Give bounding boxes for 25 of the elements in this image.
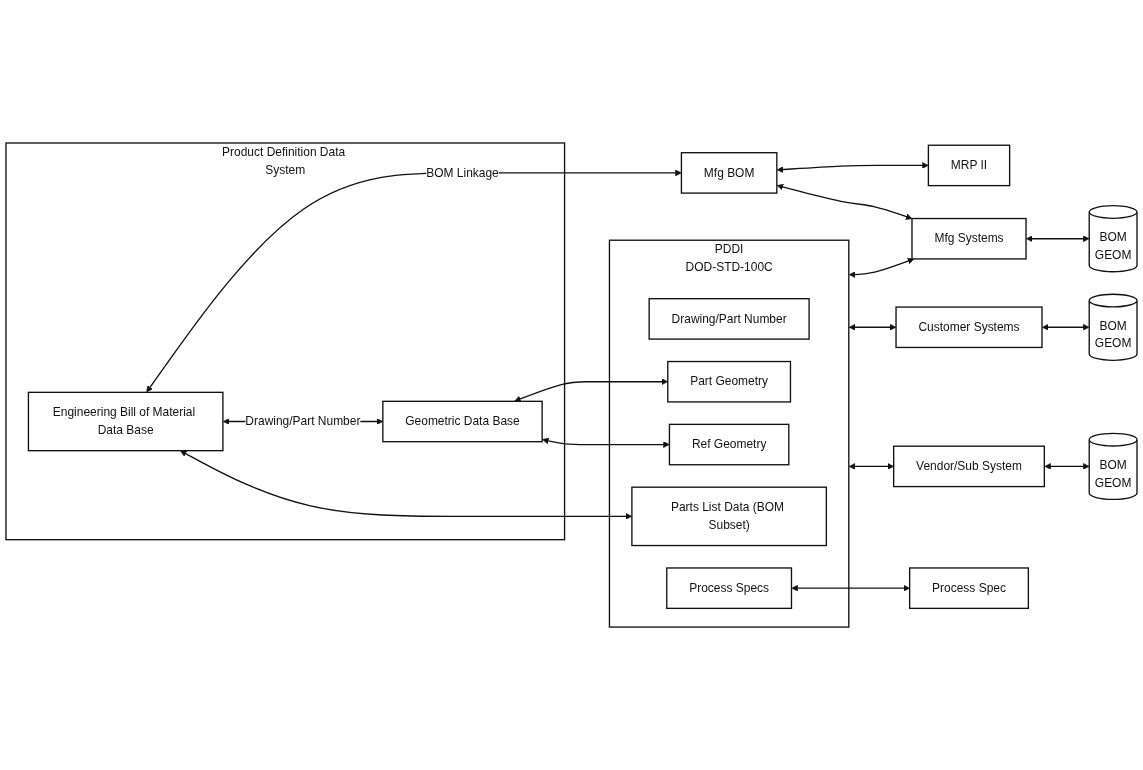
arrow [848,463,894,470]
node-box: Mfg BOM [680,152,778,194]
arrow [848,323,897,331]
arrow [1044,463,1090,470]
node-box: Mfg Systems [911,217,1027,260]
node-box: Geometric Data Base [382,400,543,443]
node-box: Parts List Data (BOM Subset) [631,486,828,547]
node-box: Process Specs [666,567,793,609]
node-box: Ref Geometry [668,423,790,466]
arrow [1026,235,1090,242]
arrow [848,257,915,278]
node-box: MRP II [927,144,1011,187]
arrow [542,437,670,448]
node-box: Vendor/Sub System [893,445,1045,488]
edge-label: Drawing/Part Number [245,414,361,428]
node-box: Part Geometry [667,360,792,403]
arrow [1042,323,1090,331]
node-box: Engineering Bill of Material Data Base [27,391,224,452]
node-box: Drawing/Part Number [648,298,810,340]
edge-label: BOM Linkage [426,166,499,179]
arrow [776,162,929,173]
node-box: Process Spec [908,567,1030,609]
node-box: Customer Systems [895,306,1043,349]
arrow [776,183,913,220]
arrow [791,584,910,592]
